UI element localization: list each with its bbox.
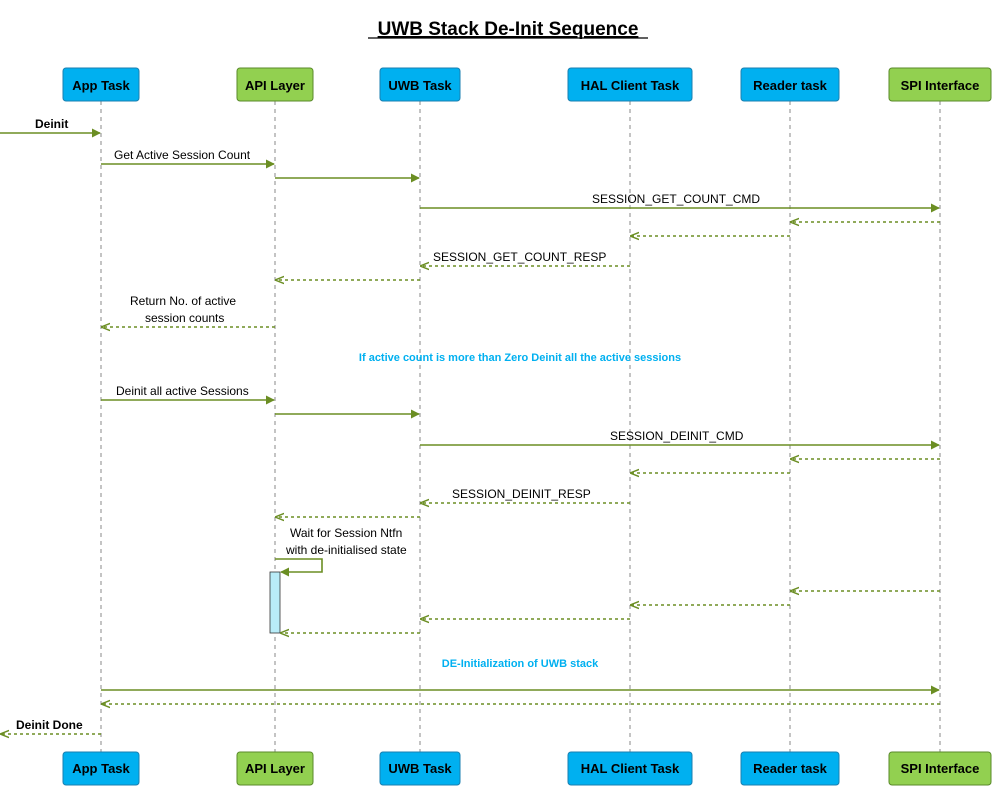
participant-label-hal-client-task-bottom: HAL Client Task (581, 761, 680, 776)
label-deinit-all: Deinit all active Sessions (116, 384, 249, 398)
note-deinitialization: DE-Initialization of UWB stack (442, 658, 599, 670)
participant-label-app-task-bottom: App Task (72, 761, 130, 776)
label-get-count-cmd: SESSION_GET_COUNT_CMD (592, 192, 760, 206)
lifelines (100, 101, 941, 752)
participant-label-api-layer: API Layer (245, 78, 305, 93)
label-return-line1: Return No. of active (130, 294, 236, 308)
activation-bar-api-layer (269, 571, 281, 634)
messages (0, 128, 940, 734)
note-active-count: If active count is more than Zero Deinit… (359, 352, 681, 364)
diagram-title: UWB Stack De-Init Sequence (378, 19, 639, 40)
participant-box-uwb-task (379, 67, 461, 102)
label-deinit: Deinit (35, 117, 68, 131)
participant-box-api-layer-bottom (236, 751, 314, 786)
participant-box-reader-task (740, 67, 840, 102)
label-return-line2: session counts (145, 311, 224, 325)
message-labels: Deinit Get Active Session Count SESSION_… (16, 117, 760, 732)
participant-label-hal-client-task: HAL Client Task (581, 78, 680, 93)
label-wait-line1: Wait for Session Ntfn (290, 526, 402, 540)
participant-label-reader-task-bottom: Reader task (753, 761, 827, 776)
participants-top: App Task API Layer UWB Task HAL Client T… (62, 67, 992, 102)
message-wait-self (275, 558, 323, 577)
participant-box-app-task (62, 67, 140, 102)
participant-label-uwb-task-bottom: UWB Task (388, 761, 452, 776)
label-get-count: Get Active Session Count (114, 148, 251, 162)
participant-box-hal-client-task (567, 67, 693, 102)
label-deinit-resp: SESSION_DEINIT_RESP (452, 487, 591, 501)
participant-box-hal-client-task-bottom (567, 751, 693, 786)
participant-box-reader-task-bottom (740, 751, 840, 786)
participant-label-app-task: App Task (72, 78, 130, 93)
participant-label-spi-interface-bottom: SPI Interface (901, 761, 980, 776)
participant-box-api-layer (236, 67, 314, 102)
label-deinit-cmd: SESSION_DEINIT_CMD (610, 429, 744, 443)
label-get-count-resp: SESSION_GET_COUNT_RESP (433, 250, 606, 264)
participant-label-uwb-task: UWB Task (388, 78, 452, 93)
participants-bottom: App Task API Layer UWB Task HAL Client T… (62, 751, 992, 786)
participant-box-app-task-bottom (62, 751, 140, 786)
label-wait-line2: with de-initialised state (285, 543, 407, 557)
participant-box-spi-interface-bottom (888, 751, 992, 786)
label-deinit-done: Deinit Done (16, 718, 83, 732)
participant-label-spi-interface: SPI Interface (901, 78, 980, 93)
participant-label-api-layer-bottom: API Layer (245, 761, 305, 776)
participant-box-spi-interface (888, 67, 992, 102)
participant-label-reader-task: Reader task (753, 78, 827, 93)
participant-box-uwb-task-bottom (379, 751, 461, 786)
